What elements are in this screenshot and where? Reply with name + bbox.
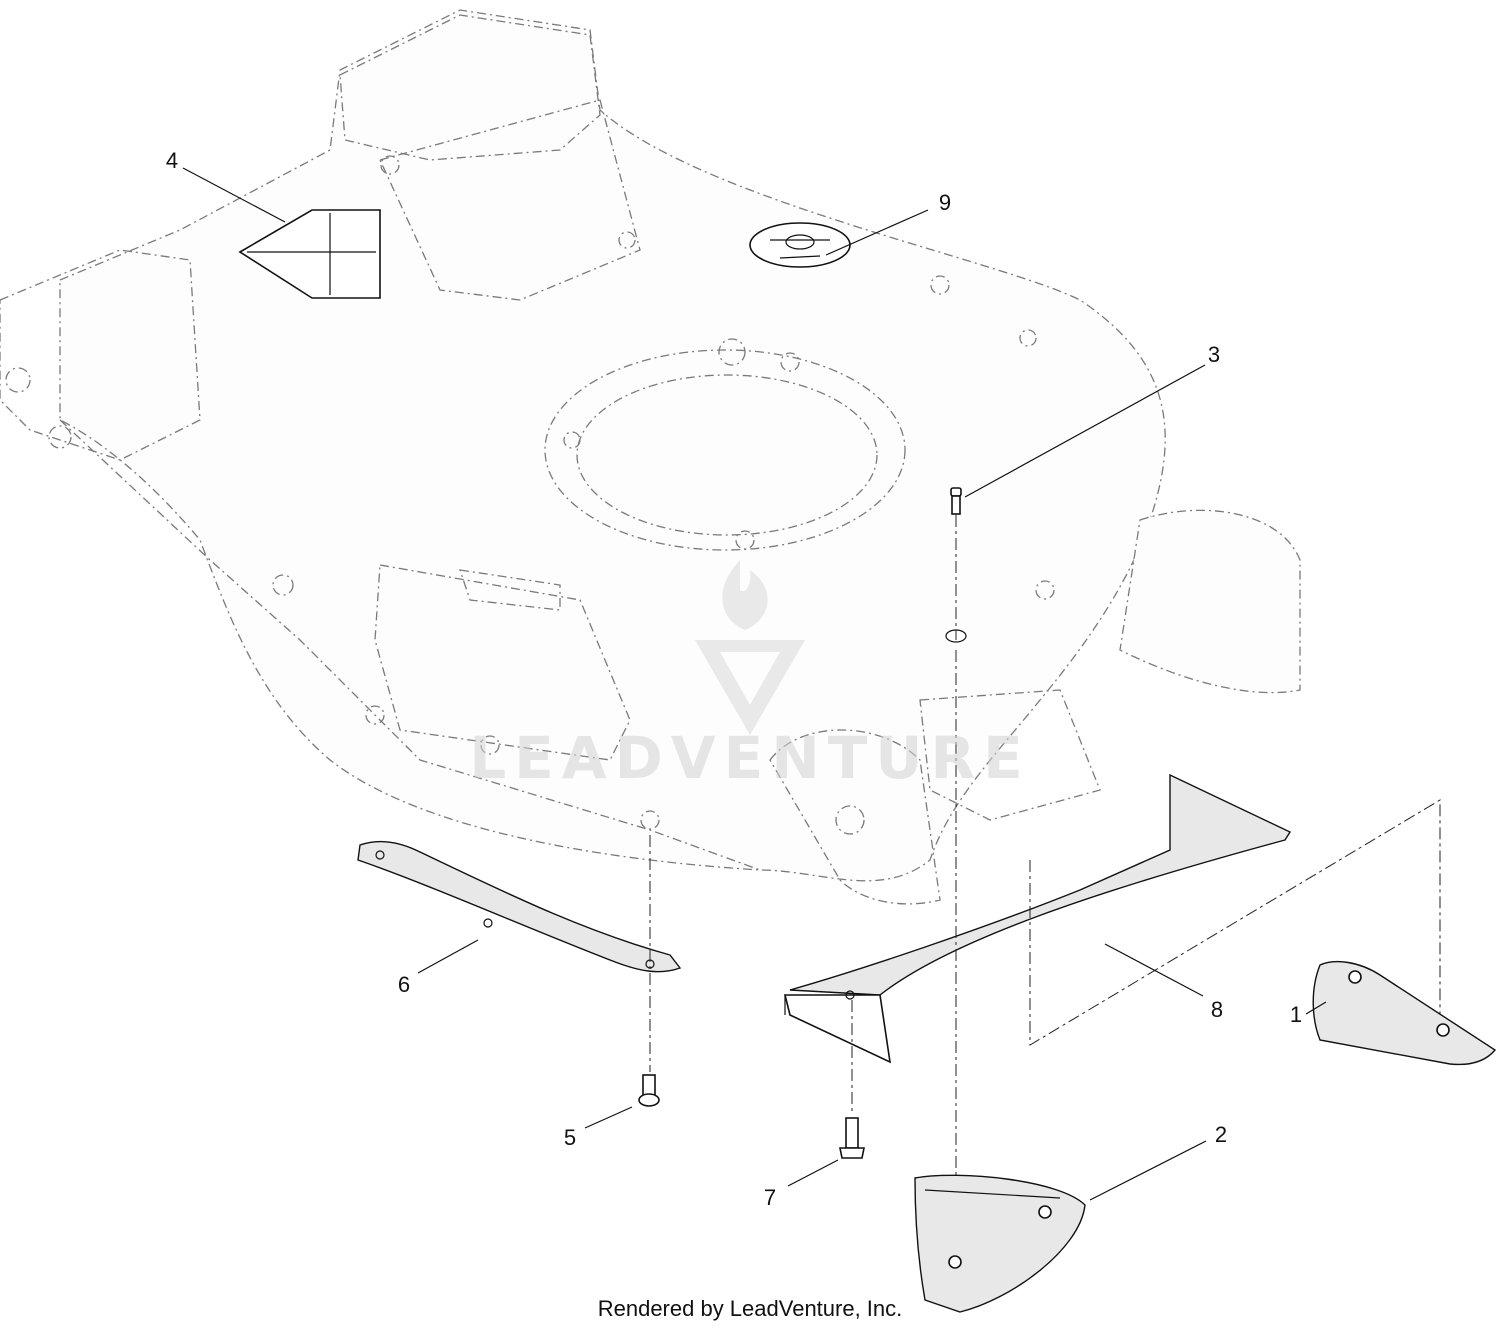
bolt-7[interactable] [839, 1117, 865, 1159]
bolt-5[interactable] [638, 1074, 660, 1107]
callout-7: 7 [764, 1185, 776, 1210]
height-decal[interactable] [749, 222, 851, 268]
callout-3: 3 [1208, 342, 1220, 367]
front-baffle-strip[interactable] [357, 840, 682, 973]
watermark: LEADVENTURE [469, 560, 1031, 792]
callout-2: 2 [1215, 1122, 1227, 1147]
discharge-cap[interactable] [914, 1174, 1086, 1313]
footer-credit: Rendered by LeadVenture, Inc. [597, 1296, 903, 1321]
callout-1: 1 [1290, 1002, 1302, 1027]
flame-icon [722, 560, 768, 630]
callout-9: 9 [939, 190, 951, 215]
side-plug[interactable] [1312, 960, 1497, 1066]
callout-8: 8 [1211, 997, 1223, 1022]
callout-labels: 4 9 3 6 8 5 7 2 1 [166, 148, 1302, 1210]
direction-decal[interactable] [238, 209, 381, 299]
callout-4: 4 [166, 148, 178, 173]
callout-6: 6 [398, 972, 410, 997]
watermark-text: LEADVENTURE [469, 724, 1031, 792]
screw-top-boss [945, 629, 967, 643]
callout-5: 5 [564, 1125, 576, 1150]
screw-top[interactable] [950, 487, 962, 515]
leader-lines [182, 167, 1327, 1201]
logo-v-icon [695, 640, 805, 735]
plug-centerline [1029, 799, 1441, 1046]
rear-baffle-plate[interactable] [783, 773, 1292, 1064]
